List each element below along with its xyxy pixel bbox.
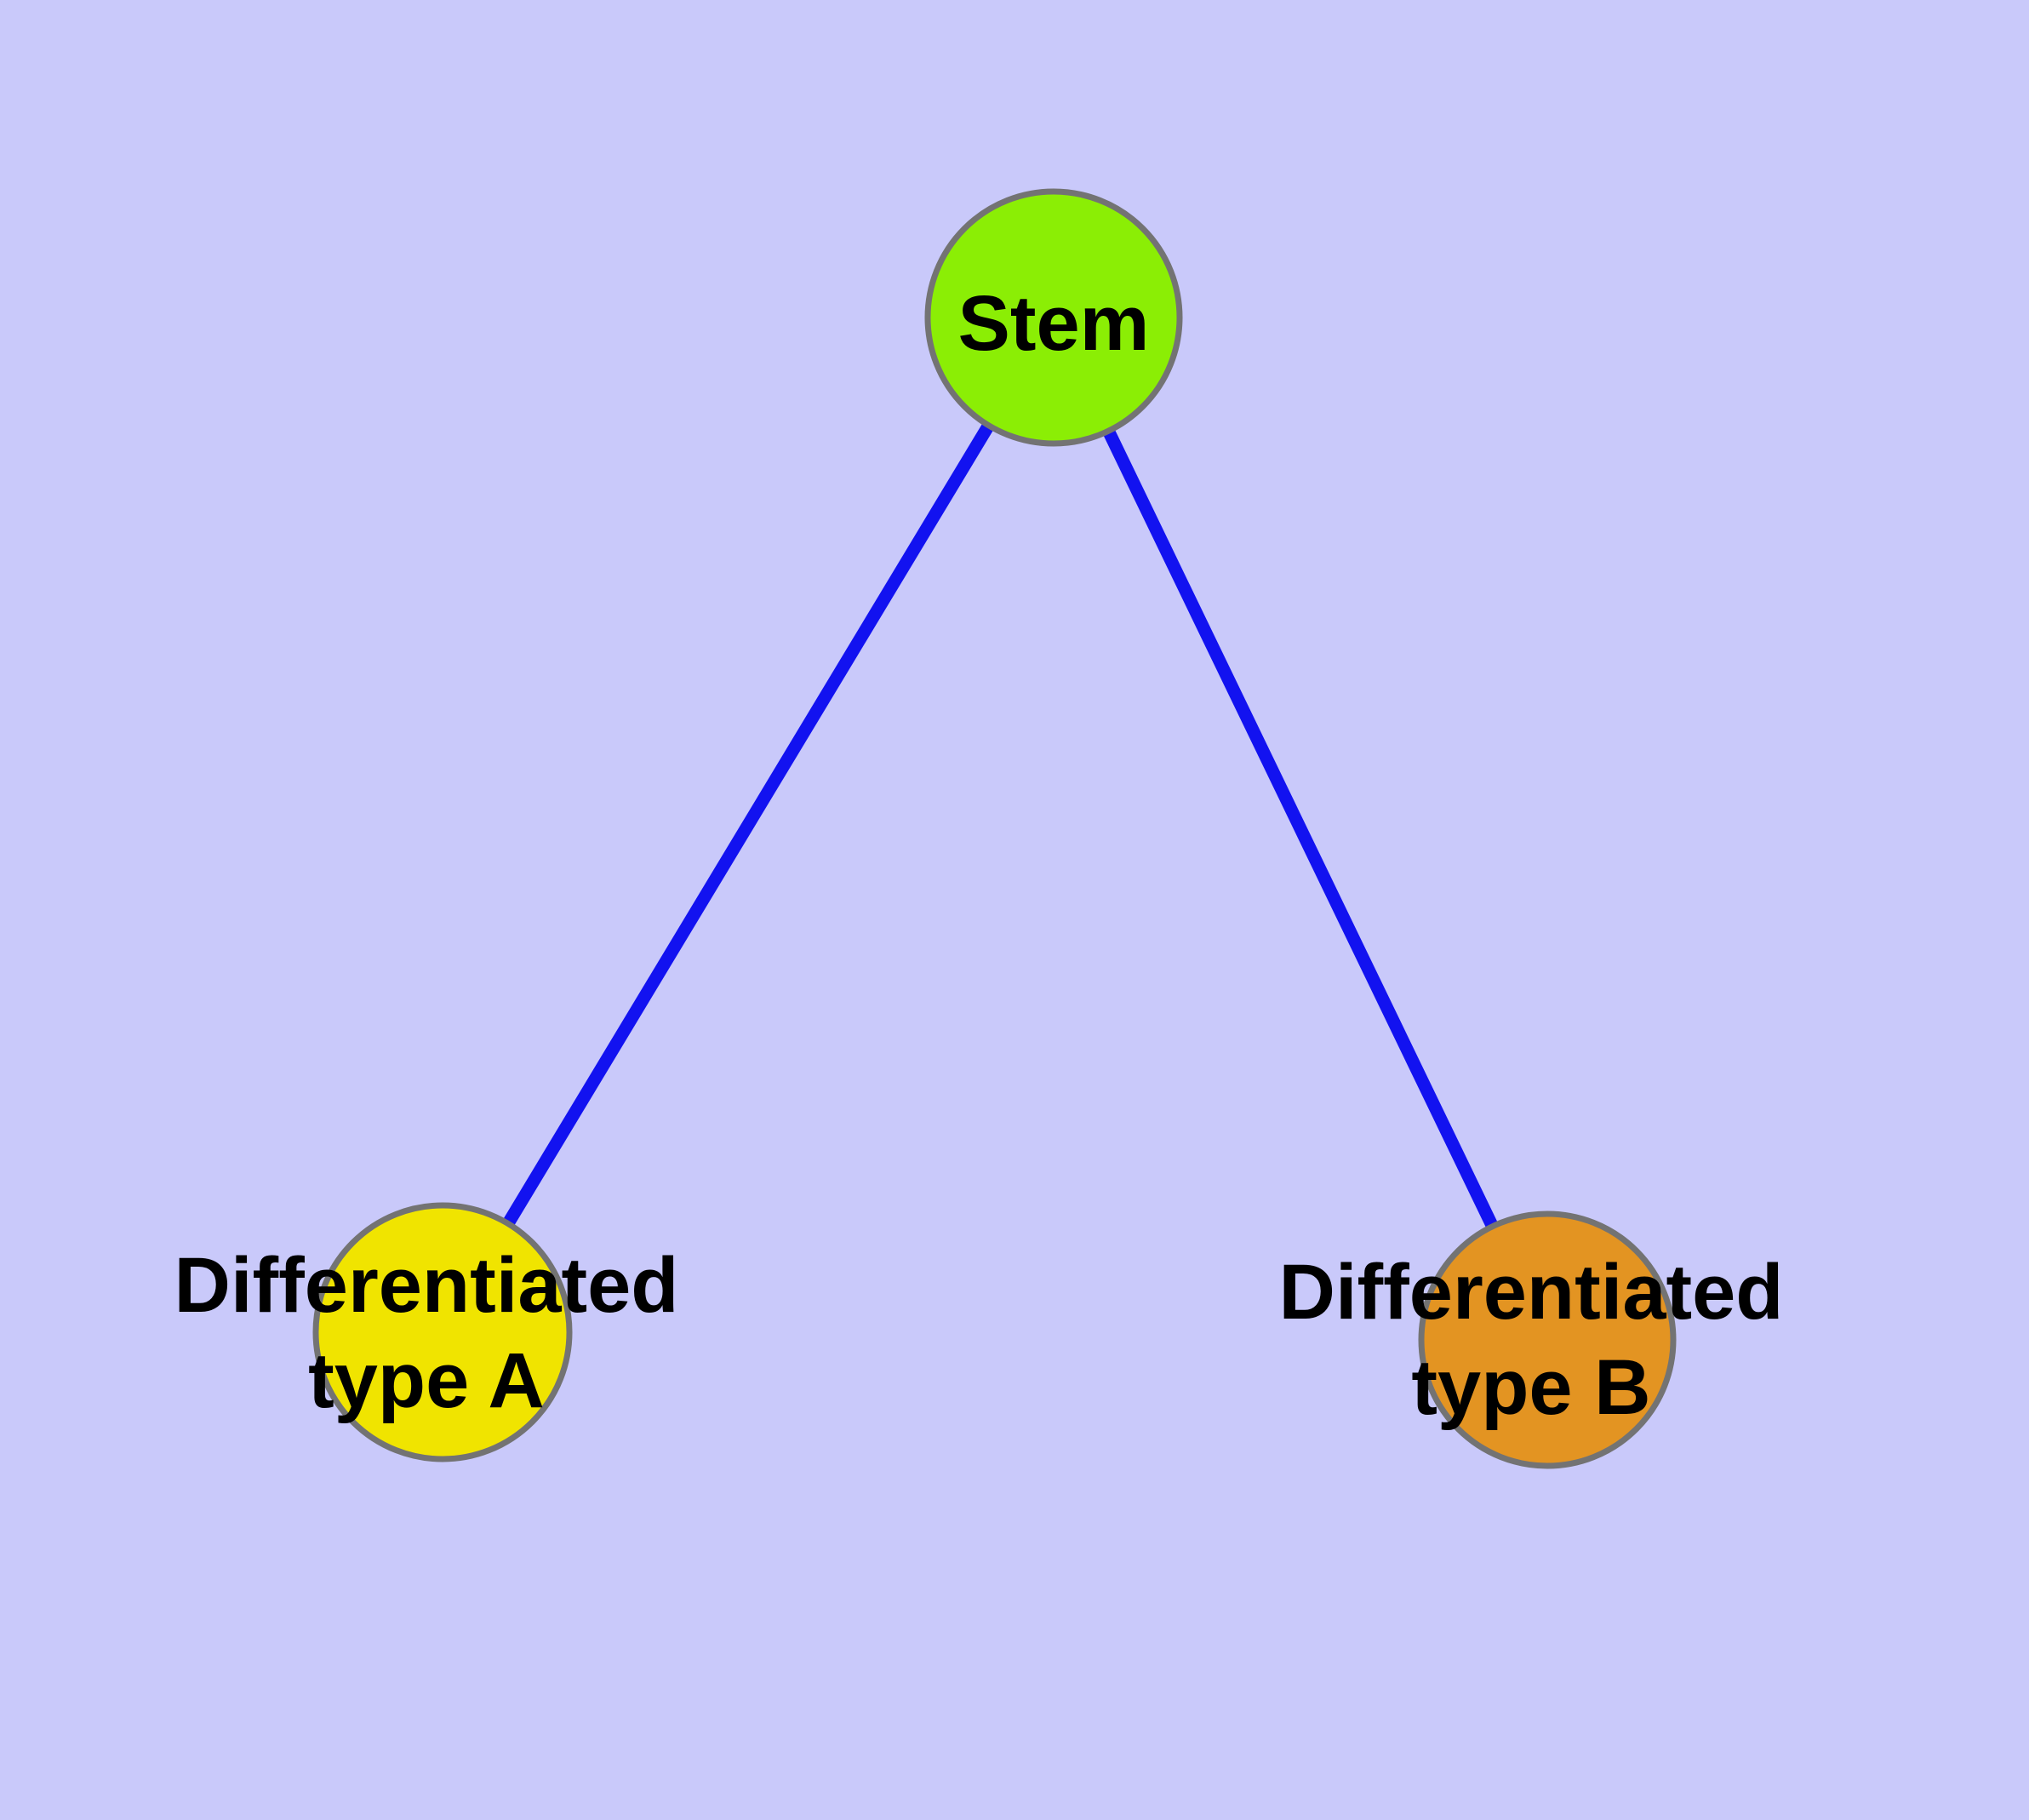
node-type-b-label: Differentiated type B <box>1279 1245 1784 1435</box>
node-type-b-label-line1: Differentiated <box>1278 1249 1784 1336</box>
node-type-b-circle[interactable] <box>1418 1210 1677 1469</box>
node-type-a-label-line2: type A <box>308 1337 545 1424</box>
edge-stem-to-type-a <box>437 314 1060 1336</box>
node-stem-label-text: Stem <box>957 280 1150 367</box>
node-type-a-label: Differentiated type A <box>174 1238 679 1428</box>
node-type-a-label-line1: Differentiated <box>174 1242 679 1329</box>
node-type-a-circle[interactable] <box>312 1202 573 1462</box>
edge-stem-to-type-b <box>1048 314 1553 1343</box>
node-type-b-label-line2: type B <box>1411 1344 1651 1431</box>
node-stem-circle[interactable] <box>924 188 1183 447</box>
node-stem-label: Stem <box>958 276 1150 371</box>
